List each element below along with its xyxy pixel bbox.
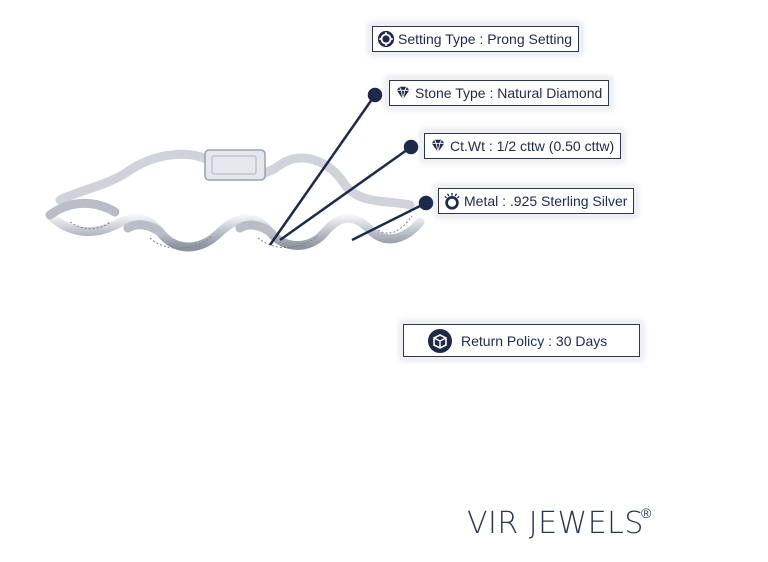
metal-text: Metal : .925 Sterling Silver xyxy=(464,193,628,209)
diamond-icon xyxy=(429,137,447,155)
brand-logo: VIR JEWELS xyxy=(467,506,644,541)
carat-weight-label: Ct.Wt : 1/2 cttw (0.50 cttw) xyxy=(424,133,622,159)
setting-type-text: Setting Type : Prong Setting xyxy=(398,31,573,47)
carat-weight-text: Ct.Wt : 1/2 cttw (0.50 cttw) xyxy=(450,138,615,154)
diamond-icon xyxy=(394,84,412,102)
box-return-icon xyxy=(428,328,452,353)
ring-icon xyxy=(443,192,461,210)
gear-icon xyxy=(377,30,395,48)
setting-type-label: Setting Type : Prong Setting xyxy=(372,26,580,52)
bracelet-links xyxy=(45,149,425,252)
registered-mark: ® xyxy=(641,505,652,521)
return-policy-text: Return Policy : 30 Days xyxy=(461,332,608,349)
stone-type-text: Stone Type : Natural Diamond xyxy=(415,85,603,101)
metal-label: Metal : .925 Sterling Silver xyxy=(438,188,635,214)
stone-type-label: Stone Type : Natural Diamond xyxy=(389,80,610,106)
diamond-pave xyxy=(69,215,413,249)
callout-lines xyxy=(268,87,434,246)
return-policy-badge: Return Policy : 30 Days xyxy=(403,324,640,357)
clasp xyxy=(204,149,266,181)
